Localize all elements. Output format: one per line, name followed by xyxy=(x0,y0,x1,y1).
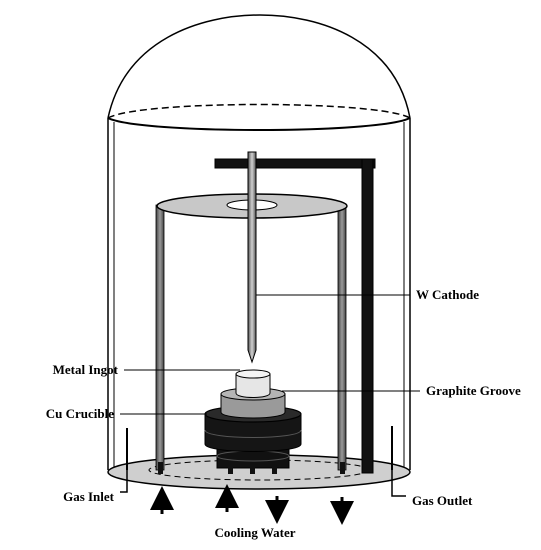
bell-jar-dome xyxy=(107,14,411,119)
label-cu-crucible: Cu Crucible xyxy=(46,406,114,421)
label-graphite-groove: Graphite Groove xyxy=(426,383,521,398)
label-metal-ingot: Metal Ingot xyxy=(53,362,119,377)
rod-foot-right xyxy=(340,462,345,474)
metal-ingot xyxy=(235,373,271,398)
crucible-foot-3 xyxy=(272,462,277,474)
support-rod-left xyxy=(155,204,165,471)
rod-foot-left xyxy=(158,462,163,474)
cathode-holder-post xyxy=(361,158,374,474)
dome-rim-front xyxy=(107,117,411,131)
crucible-foot-1 xyxy=(228,462,233,474)
metal-ingot-top xyxy=(235,369,271,379)
label-gas-outlet: Gas Outlet xyxy=(412,493,473,508)
w-cathode-rod xyxy=(247,151,257,364)
leader-gas-outlet xyxy=(391,470,406,497)
dome-rim-back xyxy=(107,103,411,119)
support-rod-right xyxy=(337,204,347,471)
cu-crucible-band xyxy=(204,429,302,438)
label-w-cathode: W Cathode xyxy=(416,287,479,302)
leader-gas-inlet xyxy=(120,470,128,493)
crucible-foot-2 xyxy=(250,462,255,474)
cathode-holder-arm xyxy=(214,158,376,169)
cu-crucible-body xyxy=(204,413,302,452)
label-cooling-water: Cooling Water xyxy=(214,525,295,540)
label-gas-inlet: Gas Inlet xyxy=(63,489,115,504)
graphite-groove xyxy=(220,393,286,419)
